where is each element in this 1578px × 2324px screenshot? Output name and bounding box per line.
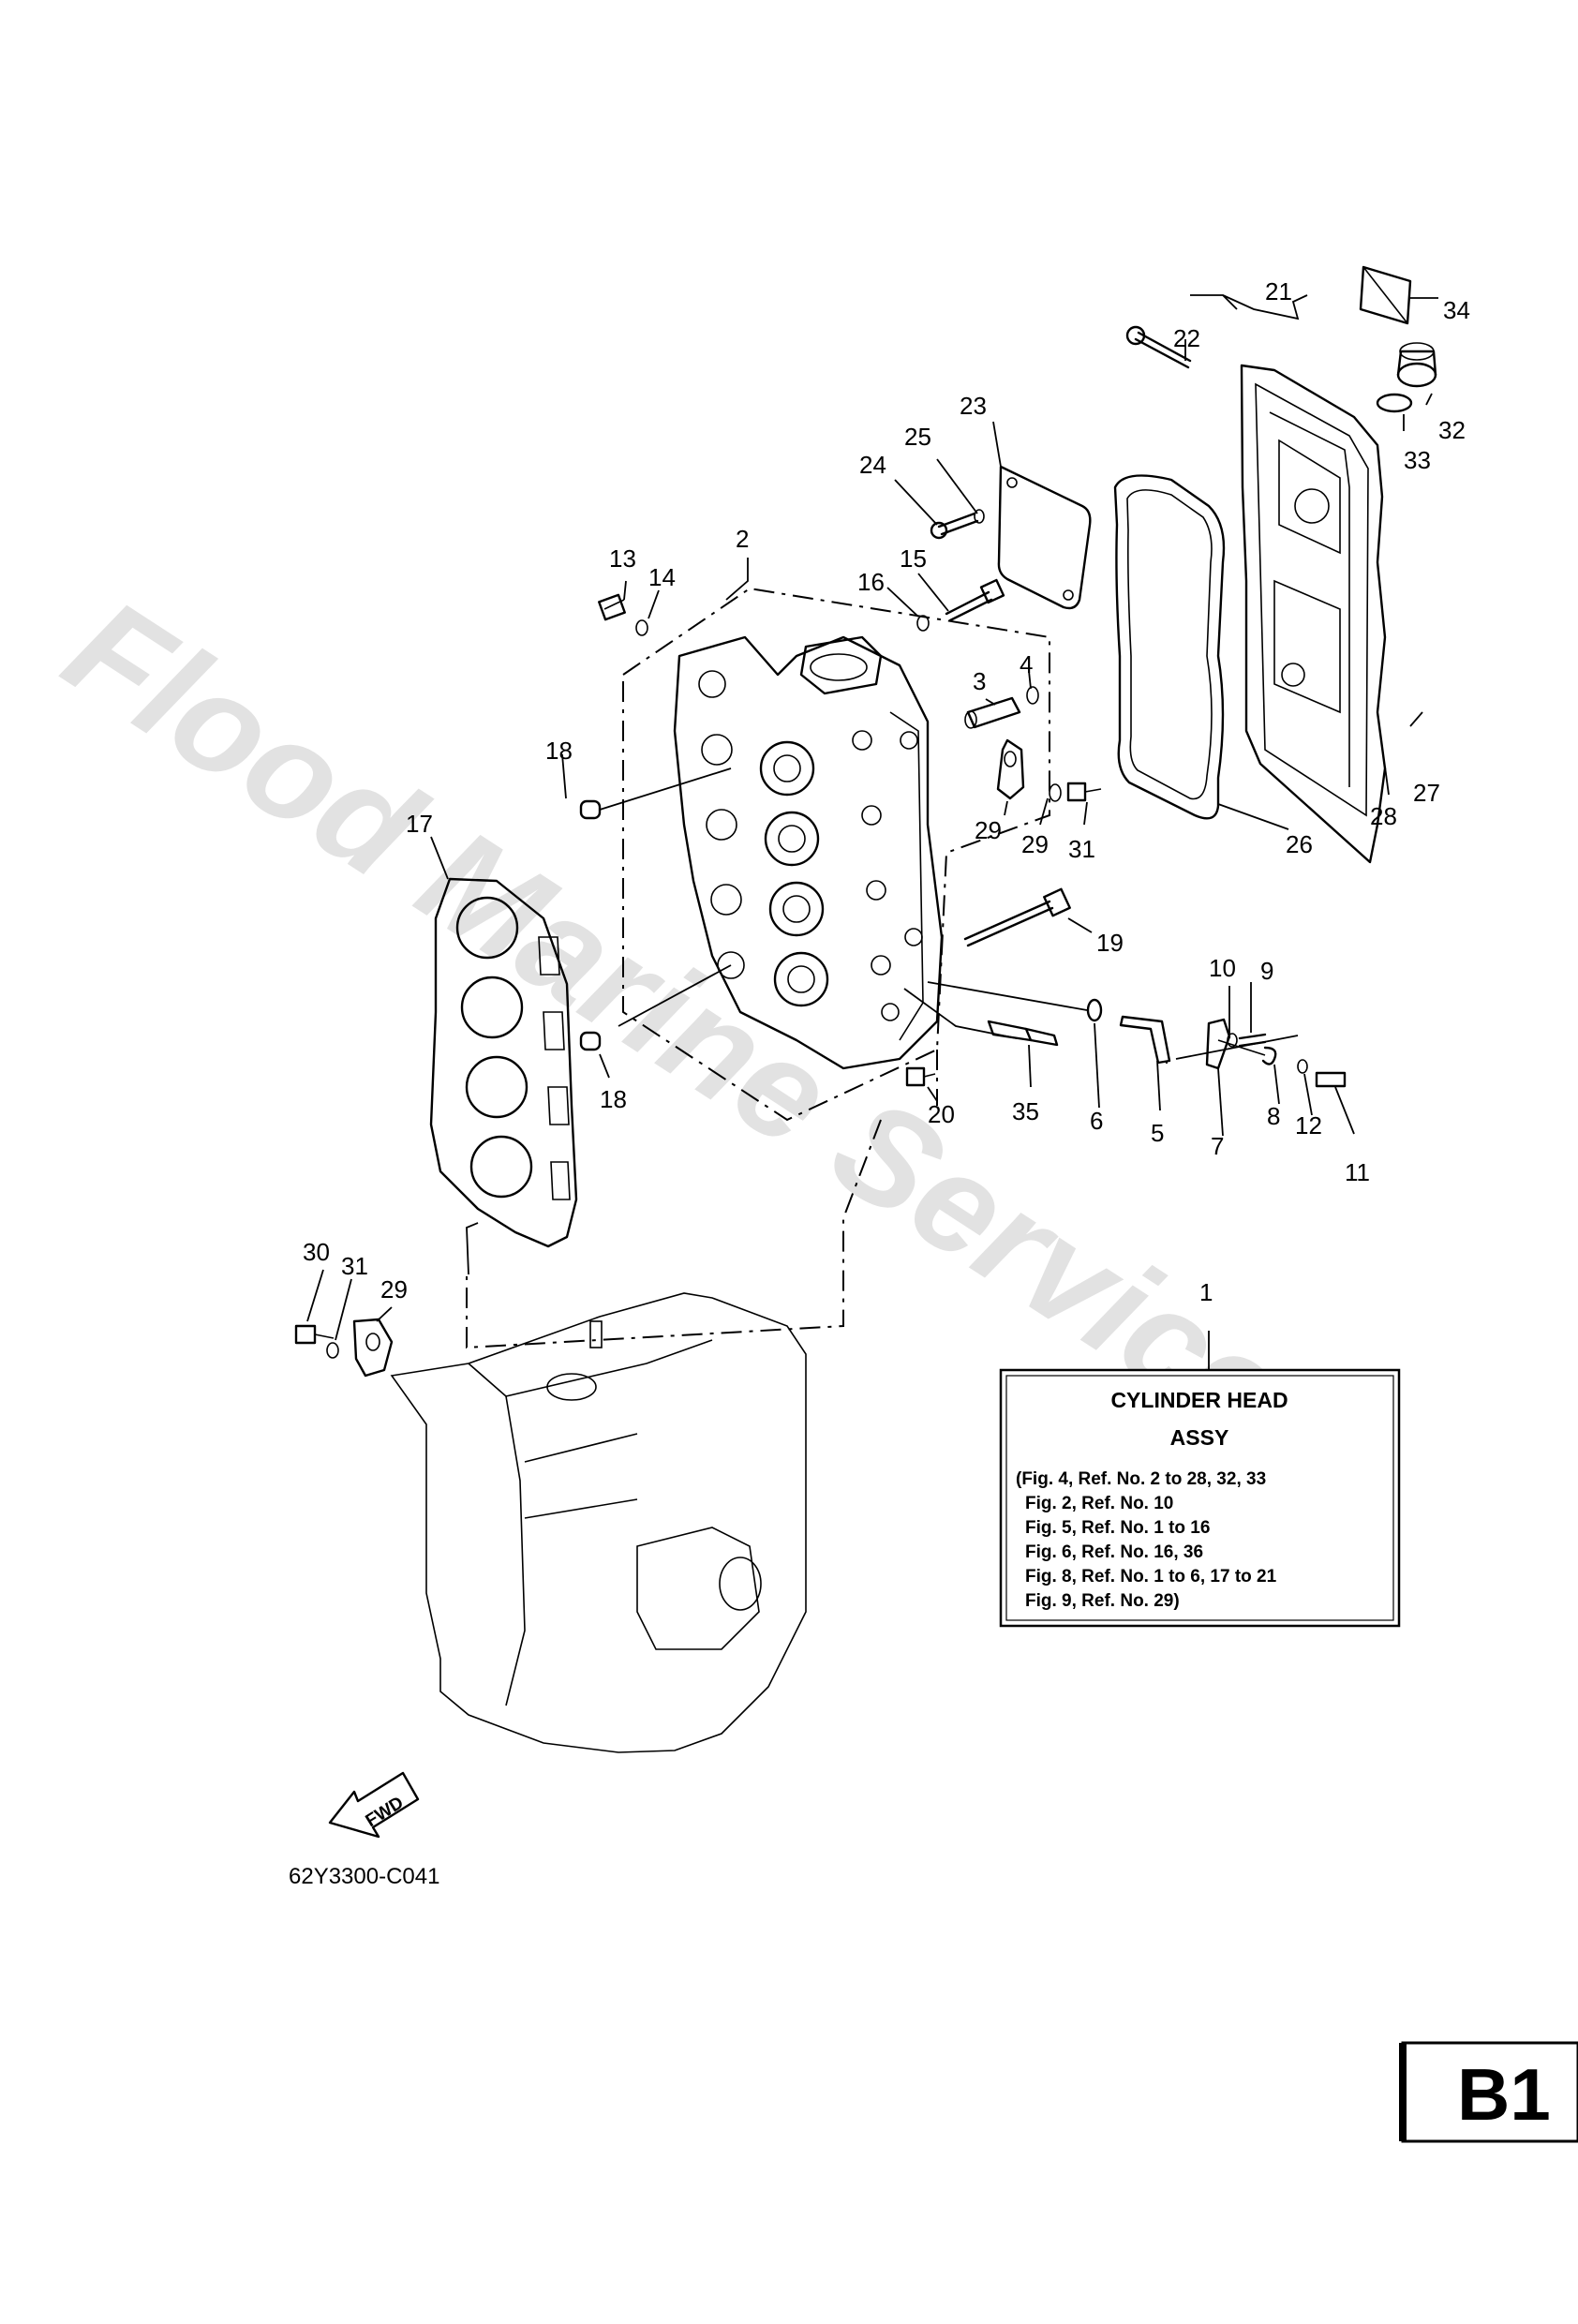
callout-23: 23	[960, 392, 987, 420]
lever-7	[1205, 1018, 1231, 1070]
callout-34: 34	[1443, 296, 1470, 324]
info-box-line: Fig. 5, Ref. No. 1 to 16	[1025, 1518, 1210, 1538]
callout-31-lower: 31	[341, 1252, 368, 1280]
callout-11: 11	[1345, 1158, 1370, 1186]
callout-22: 22	[1173, 324, 1200, 352]
oil-filler-cap	[1396, 342, 1437, 388]
spark-plug	[987, 1020, 1059, 1047]
bolt-30-lower	[294, 1324, 317, 1345]
bolt-15	[945, 590, 993, 622]
info-box-line: Fig. 2, Ref. No. 10	[1025, 1494, 1173, 1513]
o-ring	[1376, 393, 1413, 413]
info-box-line: Fig. 8, Ref. No. 1 to 6, 17 to 21	[1025, 1567, 1277, 1587]
cover-gasket	[1113, 474, 1226, 820]
bolt-19	[963, 900, 1054, 947]
callout-35: 35	[1012, 1097, 1039, 1125]
callout-7: 7	[1211, 1132, 1224, 1160]
assembly-outline	[622, 587, 1050, 1122]
callout-10: 10	[1209, 954, 1236, 982]
info-box-title-line1: CYLINDER HEAD	[1110, 1388, 1288, 1412]
bolt-11	[1315, 1071, 1347, 1088]
washer-6	[1086, 998, 1103, 1022]
info-box-line: Fig. 9, Ref. No. 29)	[1025, 1591, 1180, 1611]
callout-18-upper: 18	[545, 737, 573, 765]
callout-17: 17	[406, 810, 433, 838]
callout-29-upper: 29	[975, 816, 1002, 844]
shaft-5	[1119, 1015, 1171, 1065]
callout-30-lower: 30	[303, 1238, 330, 1266]
callout-32: 32	[1438, 416, 1466, 444]
diagram-code: 62Y3300-C041	[289, 1864, 439, 1889]
callout-16: 16	[857, 568, 885, 596]
callout-18-lower: 18	[600, 1085, 627, 1113]
callout-9: 9	[1260, 957, 1273, 985]
callout-29-lower: 29	[380, 1275, 408, 1304]
forward-direction-arrow: FWD	[328, 1771, 420, 1839]
callout-4: 4	[1020, 650, 1033, 678]
dowel-pin-upper	[579, 799, 602, 820]
cylinder-block	[390, 1292, 807, 1753]
callout-1: 1	[1199, 1278, 1213, 1306]
cover-plate	[997, 465, 1092, 610]
callout-14: 14	[648, 563, 676, 591]
callout-24: 24	[859, 451, 886, 479]
callout-33: 33	[1404, 446, 1431, 474]
cover-29-lower	[352, 1318, 394, 1378]
callout-21: 21	[1265, 277, 1292, 305]
callout-30-upper: 31	[1068, 835, 1095, 863]
washer-31-lower	[326, 1342, 339, 1359]
head-gasket	[429, 877, 578, 1248]
leader-lines	[306, 294, 1438, 1370]
callout-19: 19	[1096, 929, 1124, 957]
callout-12: 12	[1295, 1111, 1322, 1140]
bolt-13	[598, 593, 626, 621]
cylinder-head	[673, 635, 944, 1070]
callout-numbers: 1 2 3 4 5 6 7 8 9 10 11 12 13 14 15 16 1…	[303, 277, 1470, 1306]
callout-3: 3	[973, 667, 986, 695]
thermostat	[966, 696, 1021, 729]
callout-26: 26	[1286, 830, 1313, 858]
info-box-line: (Fig. 4, Ref. No. 2 to 28, 32, 33	[1016, 1469, 1266, 1489]
callout-6: 6	[1090, 1107, 1103, 1135]
callout-15: 15	[900, 544, 927, 573]
callout-28: 28	[1370, 802, 1397, 830]
dowel-pin-lower	[579, 1031, 602, 1051]
page-id-label: B1	[1457, 2053, 1551, 2136]
callout-31-upper: 29	[1021, 830, 1049, 858]
callout-13: 13	[609, 544, 636, 573]
anode-cover-29	[996, 738, 1025, 800]
bolt-22	[1125, 325, 1192, 369]
page-identifier: B1	[1399, 2041, 1578, 2143]
callout-2: 2	[736, 525, 749, 553]
cylinder-head-cover	[1240, 364, 1387, 864]
parts-artwork	[294, 265, 1437, 1753]
callout-25: 25	[904, 423, 931, 451]
callout-5: 5	[1151, 1119, 1164, 1147]
info-box-line: Fig. 6, Ref. No. 16, 36	[1025, 1542, 1203, 1562]
assembly-info-box: CYLINDER HEAD ASSY (Fig. 4, Ref. No. 2 t…	[999, 1368, 1401, 1628]
callout-8: 8	[1267, 1102, 1280, 1130]
fwd-label: FWD	[363, 1793, 408, 1831]
info-box-title-line2: ASSY	[1170, 1425, 1229, 1450]
spring-8	[1261, 1046, 1277, 1065]
callout-27: 27	[1413, 779, 1440, 807]
bolt-24	[937, 512, 979, 536]
callout-20: 20	[928, 1100, 955, 1128]
